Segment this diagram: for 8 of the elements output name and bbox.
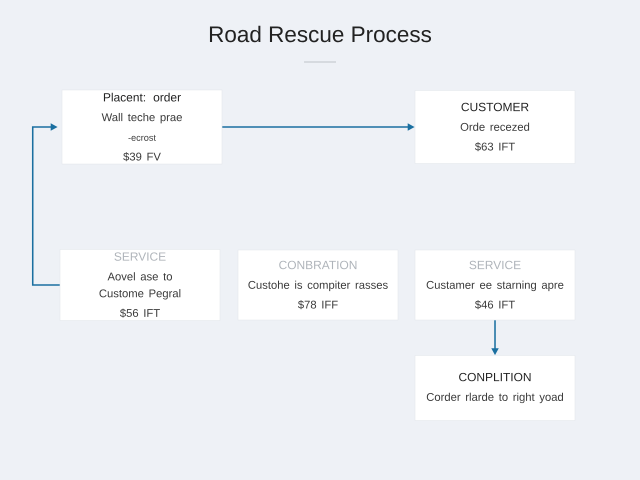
process-box: Placent: order Wall teche prae -ecrost $39 FV bbox=[62, 90, 222, 164]
process-box: SERVICE Custamer ee starning apre $46 IFT bbox=[414, 250, 576, 320]
process-box: SERVICE Aovel ase to Custome Pegral $56 IFT bbox=[60, 249, 220, 321]
process-box: CUSTOMER Orde recezed $63 IFT bbox=[414, 90, 576, 164]
process-box: CONBRATION Custohe is compiter rasses $78 IFF bbox=[238, 250, 398, 320]
title: Road Rescue Process bbox=[210, 26, 432, 42]
process-box: CONPLITION Corder rlarde to right yoad bbox=[414, 355, 576, 421]
arrow bbox=[32, 123, 60, 286]
